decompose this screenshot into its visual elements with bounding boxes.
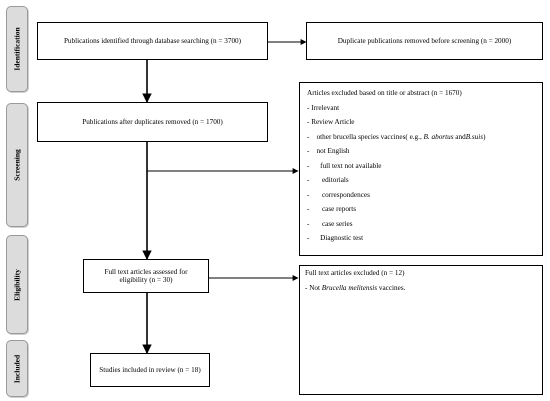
excluded-item: - Diagnostic test: [307, 234, 364, 242]
excluded-item-brucella: - other brucella species vaccines( e.g.,…: [307, 132, 486, 141]
box-excluded-title-abstract: Articles excluded based on title or abst…: [299, 82, 543, 256]
stage-identification: Identification: [6, 6, 28, 92]
stage-eligibility: Eligibility: [6, 235, 28, 334]
box-duplicates-removed: Duplicate publications removed before sc…: [306, 22, 543, 60]
box-fulltext-excluded: Full text articles excluded (n = 12) - N…: [299, 265, 543, 395]
box-identified: Publications identified through database…: [37, 22, 268, 60]
stage-included: Included: [6, 340, 28, 397]
box-studies-included: Studies included in review (n = 18): [90, 353, 210, 387]
excluded-item: - Review Article: [307, 118, 355, 126]
excluded-item: - case series: [307, 219, 353, 228]
excluded-item: - full text not available: [307, 161, 382, 170]
excluded-item: - correspondences: [307, 190, 370, 199]
excluded-item: - case reports: [307, 205, 357, 213]
fulltext-excluded-header: Full text articles excluded (n = 12): [305, 269, 405, 277]
fulltext-excluded-item: - Not Brucella melitensis vaccines.: [305, 284, 406, 292]
excluded-item: - not English: [307, 147, 350, 155]
box-after-duplicates: Publications after duplicates removed (n…: [37, 102, 268, 142]
excluded-item: - Irrelevant: [307, 103, 340, 112]
excluded-title-header: Articles excluded based on title or abst…: [307, 89, 462, 97]
stage-screening: Screening: [6, 103, 28, 227]
excluded-item: - editorials: [307, 176, 349, 184]
box-fulltext-assessed: Full text articles assessed for eligibil…: [83, 259, 209, 293]
